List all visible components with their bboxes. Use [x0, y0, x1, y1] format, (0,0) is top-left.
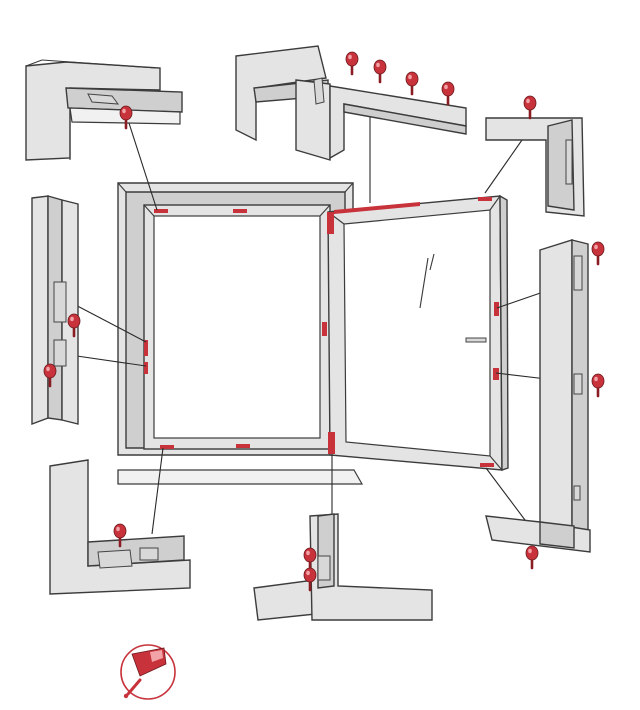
lubrication-pin-icon: [372, 58, 388, 84]
bottom-left-corner-detail: [49, 459, 191, 595]
bottom-right-corner-detail: [485, 515, 591, 570]
window-handle: [465, 337, 487, 343]
left-glass-pane: [153, 215, 321, 439]
lubrication-pin-icon: [524, 544, 540, 570]
lubrication-pin-icon: [590, 372, 606, 398]
fixed-sash-left: [143, 204, 331, 450]
top-right-corner-detail: [485, 94, 585, 217]
lubrication-pin-icon: [344, 50, 360, 76]
lubrication-pin-icon: [440, 80, 456, 106]
top-left-corner-detail: [25, 59, 183, 161]
bottom-center-hinge-detail: [253, 513, 433, 621]
main-window: [117, 182, 509, 485]
window-sill: [117, 469, 364, 485]
lubrication-pin-icon: [590, 240, 606, 266]
lubrication-marks: [144, 197, 499, 467]
open-sash-right: [327, 194, 509, 471]
right-side-locking-detail: [539, 239, 606, 551]
top-center-hinge-detail: [235, 45, 467, 161]
left-side-locking-detail: [31, 195, 82, 426]
lubrication-pin-icon: [118, 104, 134, 130]
right-glass-pane: [343, 209, 491, 457]
lubrication-pin-icon: [404, 70, 420, 96]
oil-can-icon: [120, 644, 176, 700]
lubrication-pin-icon: [522, 94, 538, 120]
